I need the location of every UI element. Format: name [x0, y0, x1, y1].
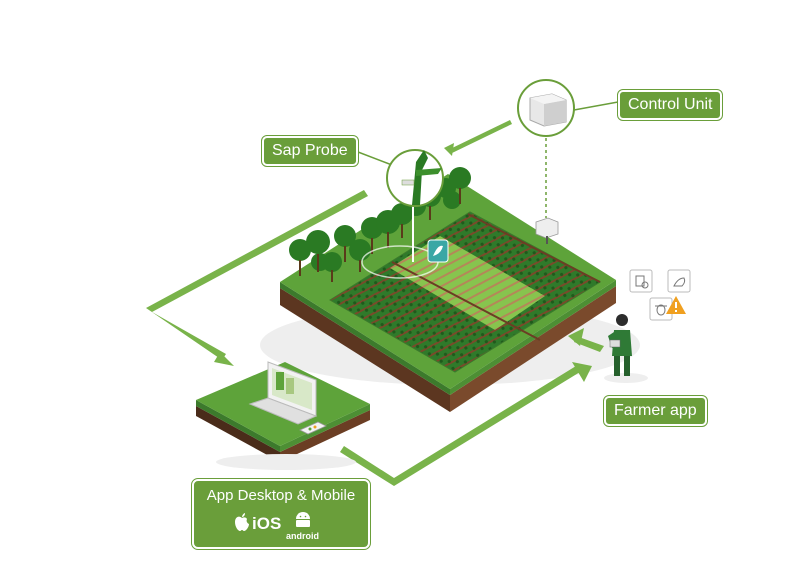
tablet-icon: [609, 339, 621, 348]
farmer-figure: [604, 314, 648, 383]
app-desktop-mobile-label: App Desktop & Mobile: [206, 487, 356, 504]
field-control-unit: [535, 217, 559, 244]
farmer-app-label: Farmer app: [603, 395, 708, 427]
card-hand-icon: [667, 269, 691, 293]
app-desktop-mobile-box: App Desktop & Mobile iOS android: [191, 478, 371, 550]
sap-probe-detail: [386, 149, 444, 207]
control-unit-icon: [517, 79, 575, 137]
document-icon: [629, 269, 653, 293]
control-unit-label: Control Unit: [616, 89, 724, 121]
tree-line: [289, 167, 471, 282]
arrow-field-to-app: [146, 190, 368, 312]
flow-arrows: [146, 120, 604, 486]
ios-label: iOS: [252, 514, 282, 533]
sap-probe-label: Sap Probe: [261, 135, 359, 167]
android-icon: [296, 512, 310, 527]
apple-icon: [235, 513, 249, 531]
platform-badges: iOS android: [232, 511, 332, 545]
warning-icon: [666, 296, 686, 314]
arrow-farmer-to-field: [574, 336, 604, 352]
field-block: [280, 174, 616, 412]
arrow-to-control-unit: [448, 120, 512, 154]
control-unit-leader: [573, 101, 619, 111]
phone-icon: [299, 421, 327, 435]
laptop-icon: [248, 361, 318, 425]
pest-icon: [649, 297, 673, 321]
android-label: android: [286, 531, 319, 541]
